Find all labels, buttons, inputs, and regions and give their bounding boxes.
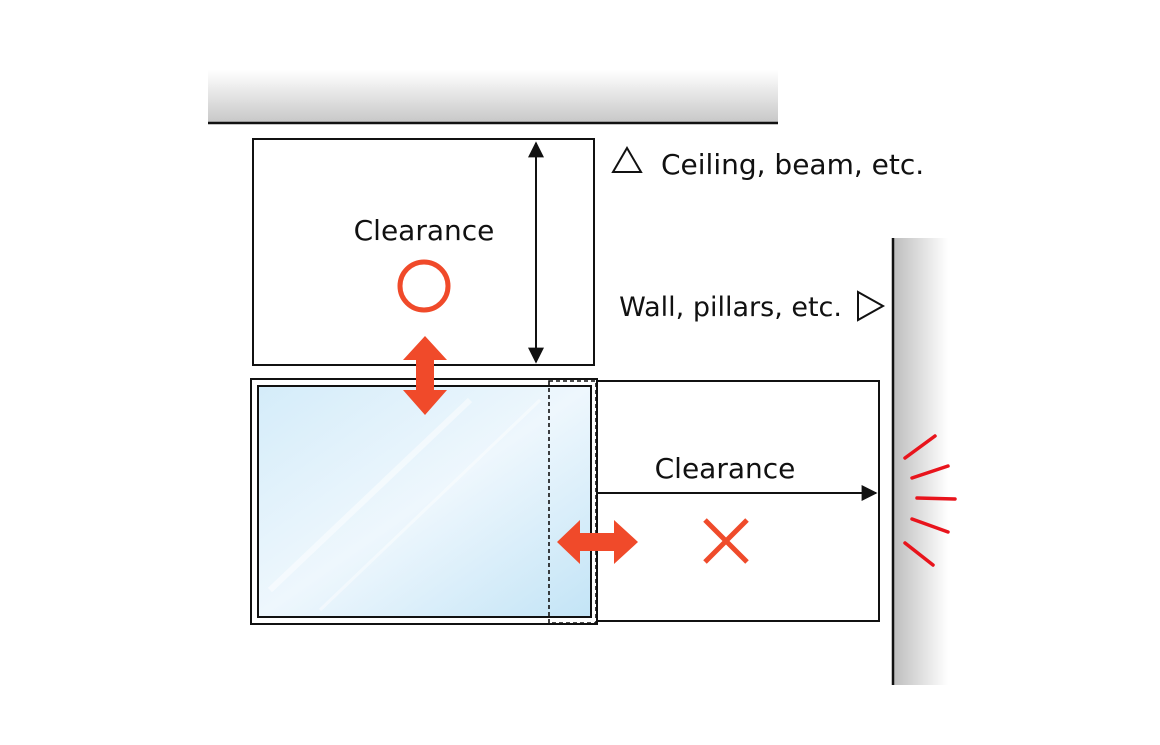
- wall: [891, 238, 948, 685]
- impact-lines-icon: [903, 434, 957, 567]
- side-clearance-label: Clearance: [655, 452, 796, 485]
- cross-ng-icon: [703, 518, 749, 564]
- vertical-double-arrow-icon: [403, 336, 447, 415]
- circle-ok-icon: [397, 259, 451, 313]
- ceiling: [208, 70, 778, 125]
- top-clearance-box: [252, 138, 595, 366]
- triangle-up-icon: [611, 146, 643, 173]
- wall-label: Wall, pillars, etc.: [619, 292, 842, 323]
- ceiling-label: Ceiling, beam, etc.: [661, 148, 924, 181]
- dashed-overhang: [548, 380, 597, 624]
- display-panel: [250, 378, 598, 625]
- top-clearance-label: Clearance: [354, 214, 495, 247]
- triangle-right-icon: [857, 290, 886, 322]
- side-clearance-box: [595, 380, 880, 622]
- horizontal-double-arrow-icon: [557, 520, 638, 564]
